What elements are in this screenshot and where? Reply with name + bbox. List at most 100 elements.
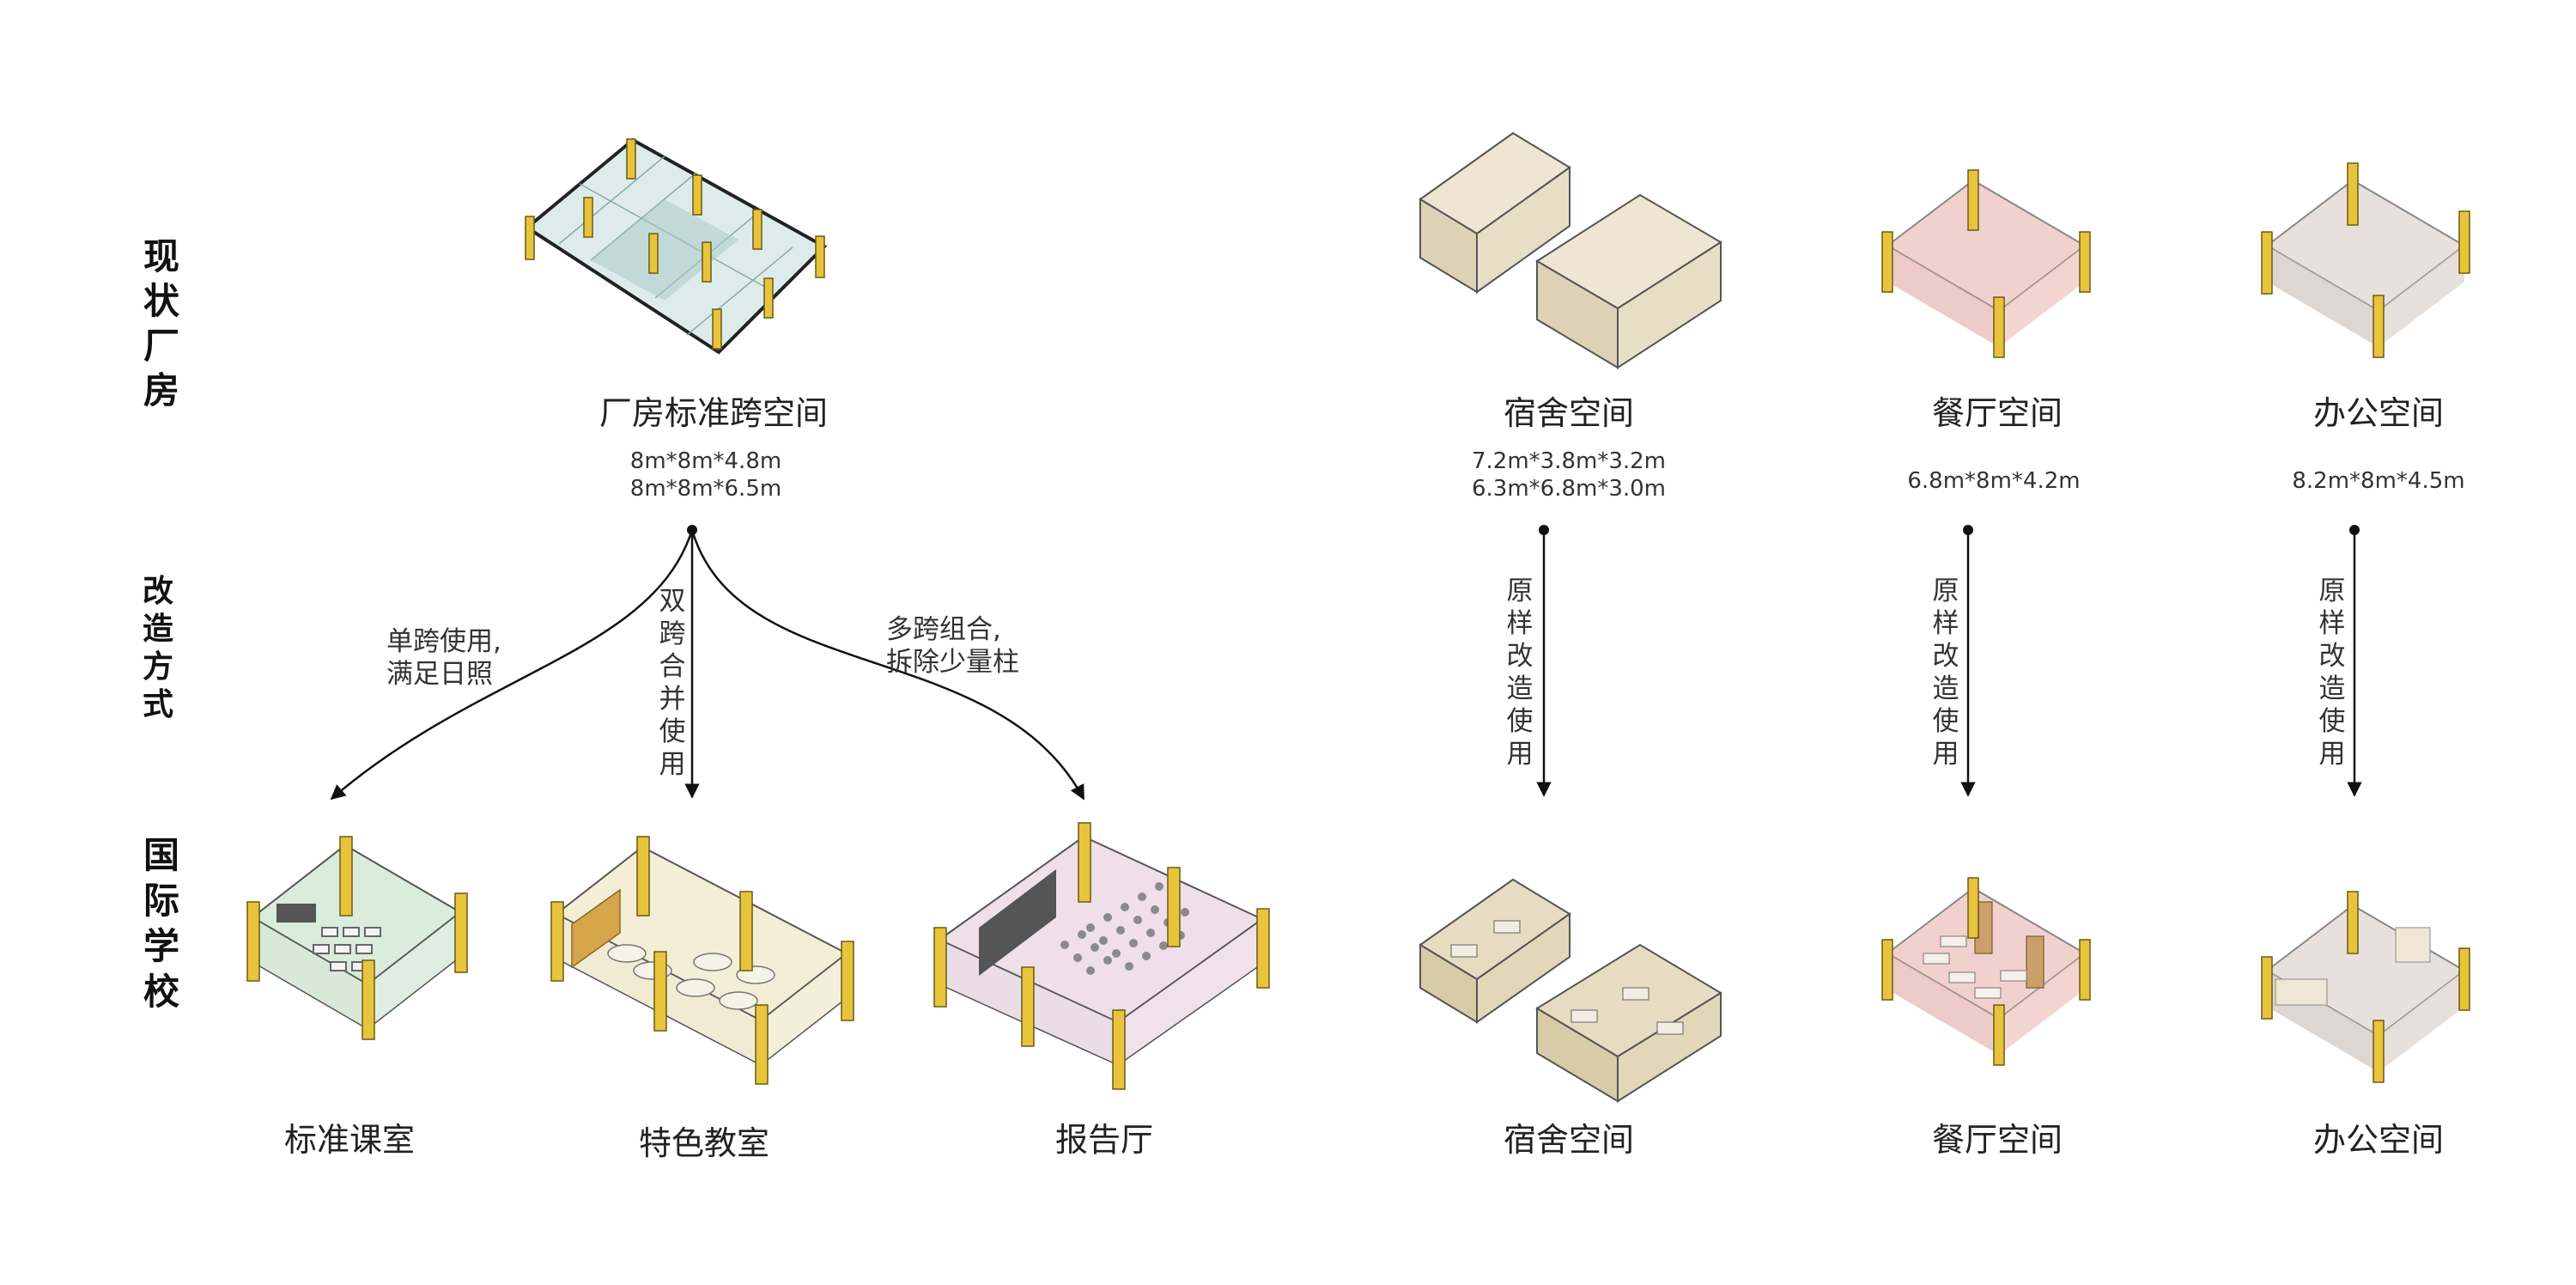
row-label-char: 现 <box>143 235 179 277</box>
column <box>1881 939 1893 1001</box>
canteen-shelves <box>1974 901 2044 989</box>
column <box>1881 231 1893 293</box>
column <box>2372 1020 2385 1083</box>
column <box>1021 966 1035 1047</box>
factory-branch-arrows <box>330 525 1085 801</box>
dorm-existing-dim-1: 7.2m*3.8m*3.2m <box>1472 448 1666 474</box>
factory-dim-1: 8m*8m*4.8m <box>630 448 781 474</box>
column <box>692 174 702 216</box>
keep-arrow-dorm: 原 样 改 造 使 用 <box>1507 525 1552 797</box>
office-result-model <box>2261 891 2470 1083</box>
dorm-beds <box>1450 920 1684 1035</box>
column <box>550 901 564 982</box>
column <box>361 959 375 1040</box>
arrow-single-span <box>330 529 694 801</box>
method-char: 原 <box>2319 576 2346 606</box>
method-char: 并 <box>659 684 686 715</box>
classroom-model <box>246 836 468 1040</box>
method-single-line-1: 单跨使用, <box>386 626 501 657</box>
method-single-line-2: 满足日照 <box>386 659 493 690</box>
office-shelves <box>2275 927 2431 1006</box>
result-classroom-title: 标准课室 <box>284 1121 415 1159</box>
column <box>1256 908 1270 989</box>
method-char: 跨 <box>659 618 686 649</box>
row-label-char: 学 <box>143 925 179 967</box>
method-char: 样 <box>1933 608 1959 639</box>
column <box>339 836 353 917</box>
column <box>2261 956 2273 1020</box>
method-char: 样 <box>1507 608 1534 639</box>
keep-arrow-canteen: 原 样 改 造 使 用 <box>1933 525 1976 797</box>
column <box>1112 1009 1126 1090</box>
method-char: 使 <box>659 716 686 747</box>
column <box>933 927 947 1008</box>
column <box>712 308 722 350</box>
canteen-existing-model <box>1881 169 2091 358</box>
row-label-char: 状 <box>143 280 180 322</box>
method-char: 原 <box>1933 576 1959 606</box>
keep-arrow-office: 原 样 改 造 使 用 <box>2319 525 2362 797</box>
column <box>246 901 260 982</box>
lecture-hall-model <box>933 822 1270 1090</box>
row-label-char: 方 <box>143 649 173 685</box>
row-label-char: 式 <box>143 687 173 722</box>
method-multi-line-1: 多跨组合, <box>886 614 1001 645</box>
row-label-char: 际 <box>143 880 179 922</box>
wall-cabinet <box>571 888 621 969</box>
method-char: 使 <box>1933 706 1959 737</box>
method-char: 用 <box>1507 739 1534 770</box>
feature-tables <box>607 944 775 1010</box>
canteen-result-model <box>1881 877 2091 1066</box>
result-hall-title: 报告厅 <box>1055 1121 1153 1159</box>
method-char: 造 <box>1933 673 1959 704</box>
office-existing-model <box>2261 162 2470 358</box>
method-char: 双 <box>659 586 686 617</box>
column <box>1167 867 1181 947</box>
column <box>626 138 636 180</box>
method-char: 造 <box>1507 673 1534 704</box>
column <box>454 892 468 973</box>
office-existing-title: 办公空间 <box>2313 394 2444 432</box>
column <box>2347 891 2359 954</box>
column <box>1967 169 1979 231</box>
method-char: 用 <box>1933 739 1959 770</box>
row-label-char: 校 <box>143 971 179 1013</box>
row-label-char: 国 <box>143 834 179 876</box>
method-char: 合 <box>659 651 686 682</box>
column <box>2079 939 2091 1001</box>
factory-shade <box>591 199 738 301</box>
classroom-desks <box>313 927 381 971</box>
method-char: 原 <box>1507 576 1534 606</box>
column <box>755 1004 769 1085</box>
method-double-vertical: 双 跨 合 并 使 用 <box>659 586 686 780</box>
column <box>763 277 774 319</box>
result-dorm-title: 宿舍空间 <box>1504 1121 1634 1159</box>
column <box>636 836 650 917</box>
method-char: 使 <box>2319 706 2346 737</box>
office-existing-dim: 8.2m*8m*4.5m <box>2292 468 2464 494</box>
factory-span-model <box>524 137 828 355</box>
column <box>2347 162 2359 226</box>
blackboard <box>276 904 316 923</box>
row-label-char: 造 <box>143 612 173 647</box>
method-char: 样 <box>2319 608 2346 639</box>
arrow-multi-span <box>690 529 1085 801</box>
canteen-existing-title: 餐厅空间 <box>1932 394 2063 432</box>
dorm-existing-model <box>1419 131 1722 369</box>
method-char: 用 <box>2319 739 2346 770</box>
column <box>525 216 535 260</box>
row-label-char: 厂 <box>143 325 179 367</box>
method-char: 使 <box>1507 706 1534 737</box>
column <box>2458 210 2470 274</box>
column <box>1967 877 1979 939</box>
stage-screen <box>979 869 1056 976</box>
column <box>752 209 762 250</box>
column <box>2079 231 2091 293</box>
column <box>583 197 593 238</box>
column <box>1993 296 2005 358</box>
row-label-school: 国 际 学 校 <box>143 834 179 1013</box>
column <box>653 951 667 1032</box>
factory-title: 厂房标准跨空间 <box>599 394 828 432</box>
dorm-existing-title: 宿舍空间 <box>1504 394 1634 432</box>
